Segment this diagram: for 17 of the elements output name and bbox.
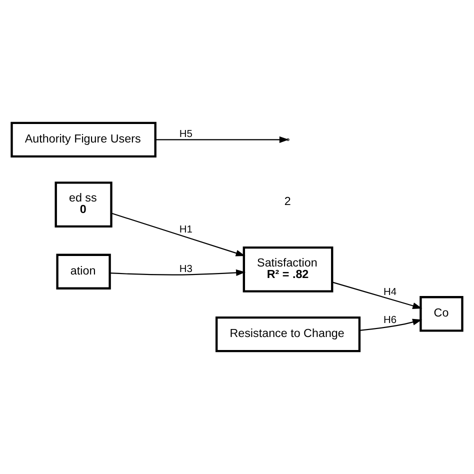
arrow — [156, 136, 289, 143]
node-box: ed ss 0 — [54, 182, 112, 228]
node-box: Authority Figure Users — [10, 122, 156, 158]
arrow — [359, 318, 422, 331]
node-box: ation — [56, 254, 111, 290]
node-box: Co — [420, 296, 464, 332]
node-box: Resistance to Change — [216, 316, 361, 352]
edge-label: H4 — [384, 287, 397, 298]
node-box: Satisfaction R² = .82 — [242, 246, 334, 292]
arrow — [110, 269, 246, 276]
edge-label: H3 — [179, 264, 192, 275]
label: 2 — [284, 195, 291, 208]
arrow — [111, 212, 246, 256]
edge-label: H6 — [384, 314, 397, 326]
edge-label: H1 — [179, 224, 192, 236]
arrow — [332, 282, 422, 309]
edge-label: H5 — [179, 128, 192, 140]
